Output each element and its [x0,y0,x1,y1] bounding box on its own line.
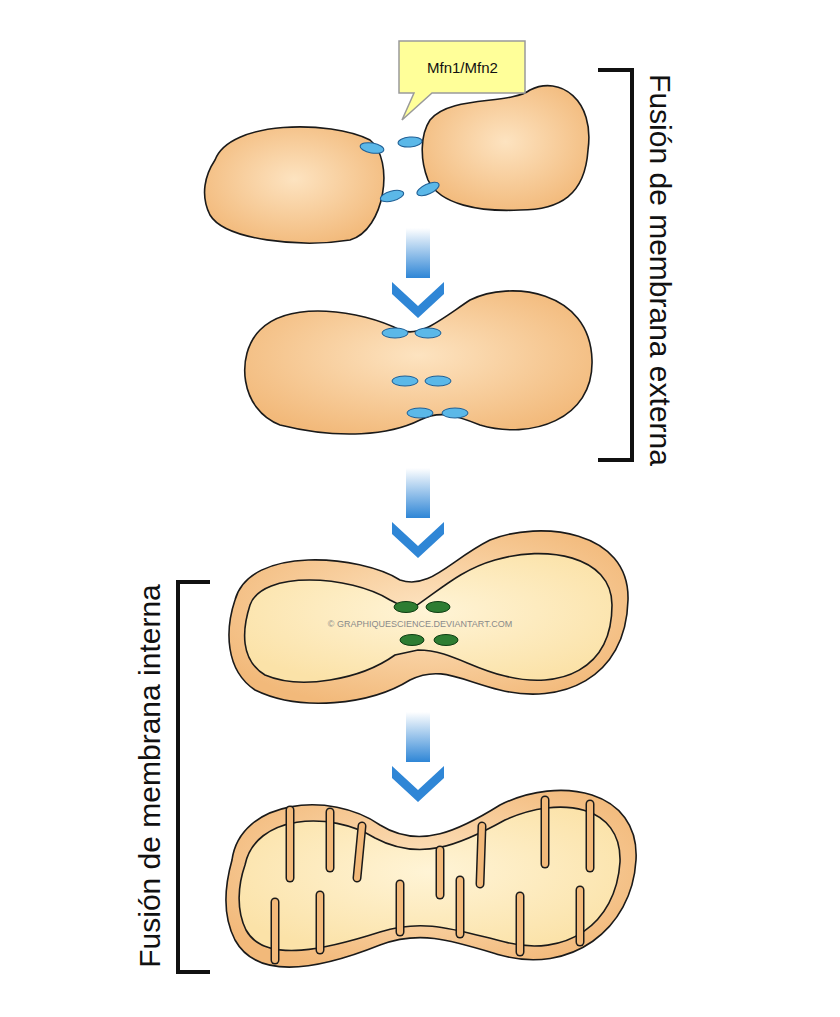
process-arrows [392,228,444,802]
bracket-label: Fusión de membrana interna [133,584,167,968]
mitochondrion-pair [205,86,589,243]
crista-lumen [457,880,463,934]
mitochondrion-inner-fusion [229,531,628,703]
crista-lumen [272,902,278,960]
bubble-shape [398,40,526,124]
crista [357,826,362,878]
cristae [275,800,590,960]
bracket [178,582,210,972]
crista-lumen [480,826,482,884]
crista [316,895,325,950]
crista-lumen [397,884,403,932]
watermark: © GRAPHIQUESCIENCE.DEVIANTART.COM [328,619,512,629]
crista-lumen [587,804,593,868]
crista-lumen [437,850,443,895]
crista [436,850,445,895]
bracket-label: Fusión de membrana externa [643,74,677,466]
crista [541,800,550,864]
bracket [598,70,632,460]
crista [286,810,295,878]
crista-lumen [317,895,323,950]
crista-lumen [327,812,333,868]
crista [480,826,482,884]
callout-bubble: Mfn1/Mfn2 [398,40,526,94]
crista [516,896,525,952]
crista [456,880,465,934]
crista-lumen [357,826,362,878]
crista [586,804,595,868]
crista [271,902,280,960]
mitofusin-dots [359,136,441,204]
mitochondrion-fused [226,790,636,967]
crista-lumen [577,890,583,942]
crista [326,812,335,868]
crista [396,884,405,932]
crista-lumen [542,800,548,864]
crista [576,890,585,942]
bubble-outline [399,41,525,120]
callout-text: Mfn1/Mfn2 [427,59,526,76]
crista-lumen [287,810,293,878]
crista-lumen [517,896,523,952]
